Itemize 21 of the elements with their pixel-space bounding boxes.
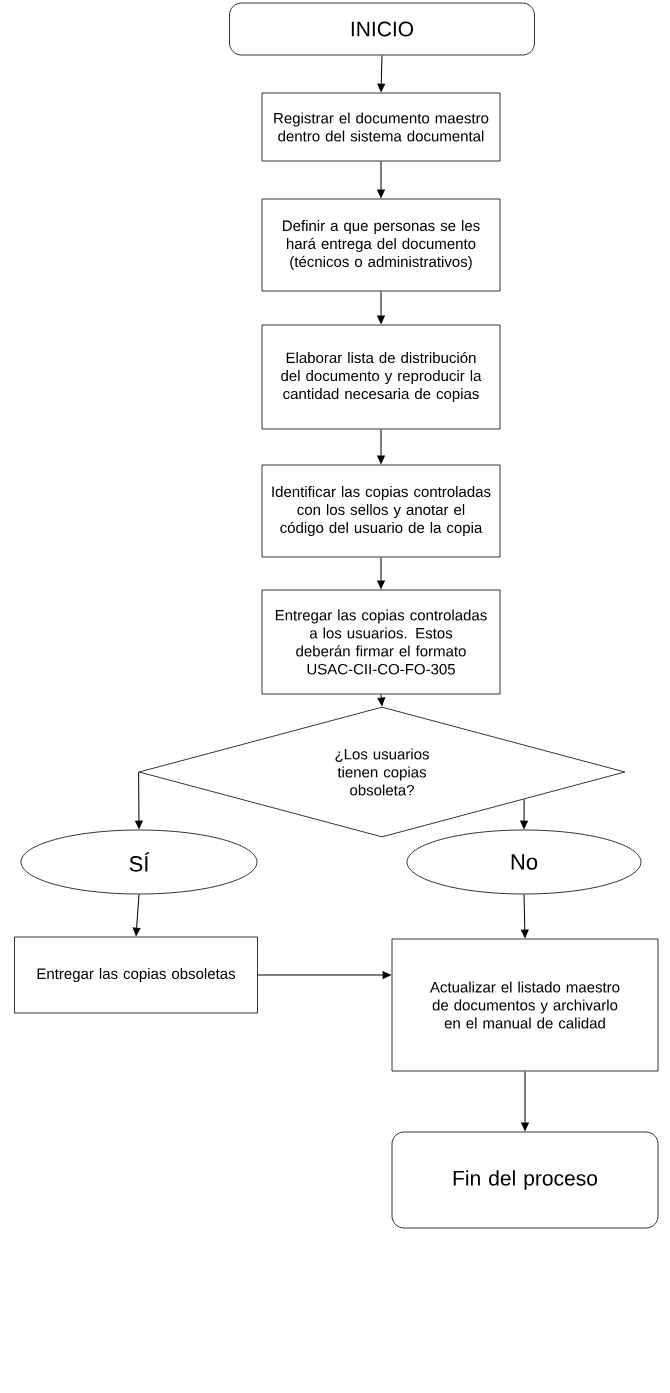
arrow: [377, 160, 385, 198]
arrow: [520, 798, 528, 829]
arrow: [377, 693, 386, 706]
process-box: Identificar las copias controladas con los sellos y anotar el código del usuario de la copia: [261, 464, 501, 558]
process-box: Entregar las copias controladas a los usuarios. Estos deberán firmar el formato USAC-CII-CO-FO-305: [261, 589, 501, 695]
arrow: [520, 893, 529, 938]
arrow: [257, 971, 391, 979]
process-box: Entregar las copias obsoletas: [14, 936, 258, 1014]
arrow: [377, 556, 385, 589]
arrow: [132, 893, 141, 936]
process-box: Registrar el documento maestro dentro del sistema documental: [261, 92, 501, 162]
process-box: Elaborar lista de distribución del documento y reproducir la cantidad necesaria de copias: [261, 324, 501, 430]
terminal-box: Fin del proceso: [391, 1131, 659, 1229]
arrow: [521, 1070, 529, 1131]
arrow: [377, 428, 385, 464]
arrow: [135, 771, 143, 829]
process-box: Actualizar el listado maestro de documentos y archivarlo en el manual de calidad: [391, 938, 659, 1072]
arrow: [377, 290, 385, 324]
process-box: Definir a que personas se les hará entrega del documento (técnicos o administrativos): [261, 198, 501, 292]
arrow: [377, 54, 386, 92]
terminal-box: INICIO: [229, 2, 535, 56]
